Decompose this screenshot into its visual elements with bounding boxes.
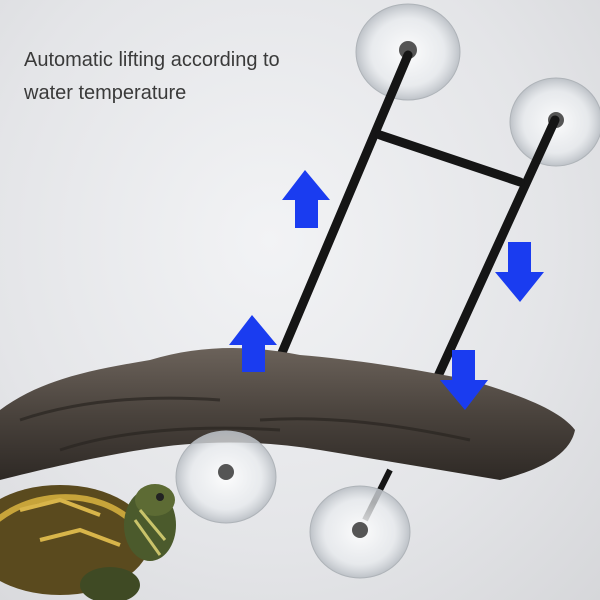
floating-log — [0, 348, 575, 480]
down-arrow-icon — [440, 350, 488, 410]
up-arrow-icon — [282, 170, 330, 228]
caption-line-2: water temperature — [24, 82, 187, 104]
caption-line-1: Automatic lifting according to — [24, 49, 280, 71]
suction-cup-bottom-right — [309, 485, 411, 579]
suction-cup-bottom-left — [175, 430, 277, 524]
down-arrow-icon — [495, 242, 544, 302]
caption: Automatic lifting according to water tem… — [24, 44, 344, 110]
turtle — [0, 484, 176, 600]
up-arrow-icon — [229, 315, 277, 372]
ladder-rods — [257, 50, 560, 425]
